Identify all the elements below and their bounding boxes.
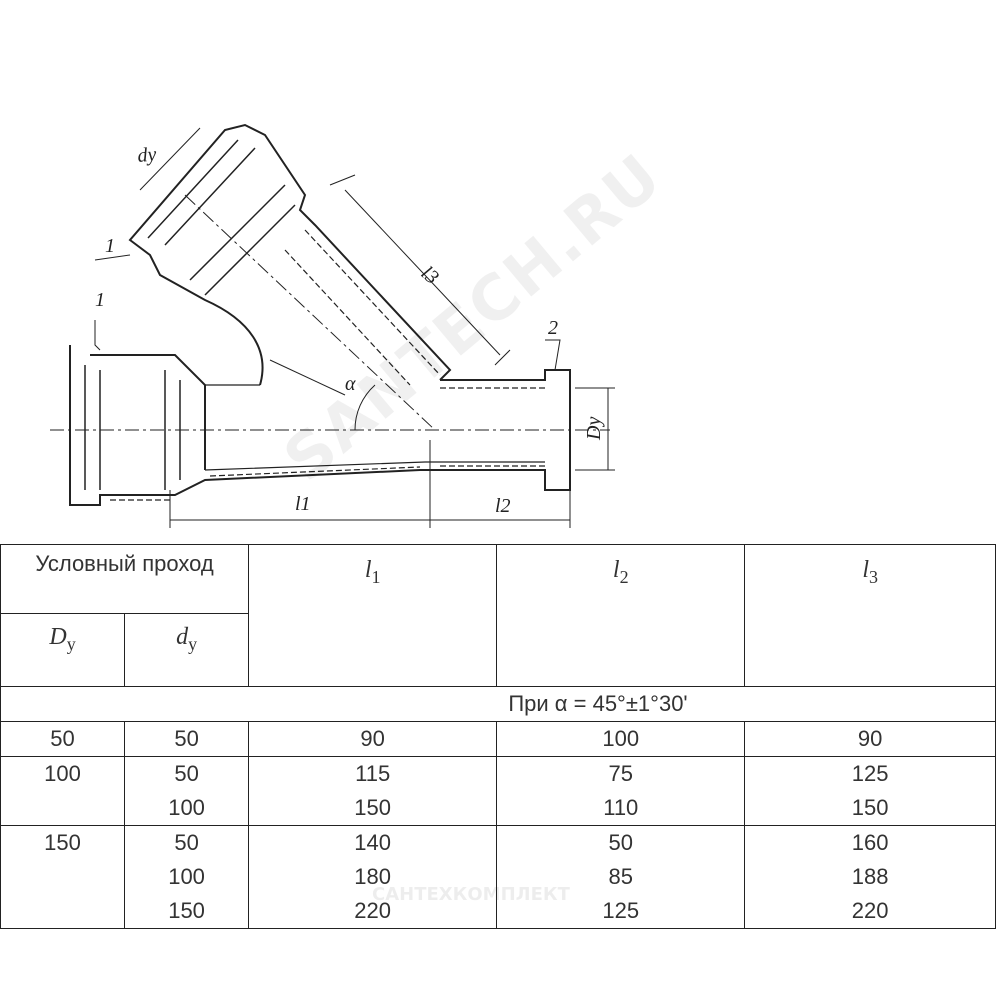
header-dy-sub: у [188,633,198,654]
header-l1: l1 [248,544,498,687]
callout-2: 2 [548,317,558,339]
condition-text: При α = 45°±1°30' [508,691,688,716]
header-l2-symbol: l [612,557,620,583]
cell-value: 150 [354,795,391,820]
cell-value: 150 [168,898,205,923]
header-Dy-symbol: D [49,624,67,650]
cell-Dy-value: 100 [44,761,81,786]
cell-value: 188 [851,864,889,889]
cell-Dy: 150 [0,825,126,929]
cell-value: 50 [174,830,199,855]
header-dy: dу [124,613,250,687]
header-nominal-passage: Условный проход [0,544,250,614]
cell-l3: 160 188 220 [744,825,996,929]
dimension-lines [94,127,615,528]
cell-value: 110 [603,795,639,820]
cell-l1: 140 180 220 [248,825,498,929]
cell-value: 50 [608,830,633,855]
label-Dy: Dу [583,417,605,441]
header-l1-sub: 1 [371,566,381,587]
label-l3: l3 [417,262,443,289]
cell-value: 100 [168,795,205,820]
header-l3-sub: 3 [868,566,878,587]
header-l1-symbol: l [364,557,372,583]
cell-value: 220 [354,898,391,923]
cell-Dy: 50 [0,721,126,757]
cell-l3: 90 [744,721,996,757]
cell-value: 160 [851,830,889,855]
label-l1: l1 [295,493,311,515]
condition-row: При α = 45°±1°30' [0,686,996,722]
cell-l1: 90 [248,721,498,757]
cell-value: 115 [355,761,391,786]
cell-dy: 50 100 150 [124,825,250,929]
cell-Dy-value: 150 [44,830,81,855]
header-l3: l3 [744,544,996,687]
cell-value: 180 [354,864,391,889]
label-dy-top: dу [137,143,158,167]
table-row: 50 50 90 100 90 [0,721,996,757]
cell-value: 50 [174,761,199,786]
dimensions-table: Условный проход l1 l2 l3 Dу dу При α = 4… [0,544,996,929]
cell-value: 75 [608,761,633,786]
table-row: 150 50 100 150 140 180 220 50 85 125 160 188 220 [0,825,996,929]
label-alpha: α [345,373,356,395]
cell-value: 85 [608,864,633,889]
header-l2-sub: 2 [619,566,629,587]
cell-value: 125 [602,898,640,923]
header-l3-symbol: l [862,557,869,583]
pipe-tee-drawing: dу 1 1 2 l3 α Dу l1 l2 [50,123,615,528]
header-group-label: Условный проход [35,551,214,576]
callout-1-socket: 1 [95,289,105,311]
cell-value: 140 [354,830,391,855]
cell-l2: 50 85 125 [496,825,746,929]
callout-1-branch: 1 [105,235,115,257]
cell-value: 100 [168,864,205,889]
label-l2: l2 [495,495,511,517]
cell-value: 220 [851,898,889,923]
cell-Dy: 100 [0,756,126,826]
header-Dy-sub: у [66,633,76,654]
cell-l2: 100 [496,721,746,757]
header-dy-symbol: d [176,624,189,650]
branch-pipe [128,123,452,431]
cell-dy: 50 [124,721,250,757]
header-l2: l2 [496,544,746,687]
cell-value: 150 [851,795,889,820]
main-pipe [50,345,610,506]
cell-value: 125 [851,761,889,786]
header-Dy: Dу [0,613,126,687]
